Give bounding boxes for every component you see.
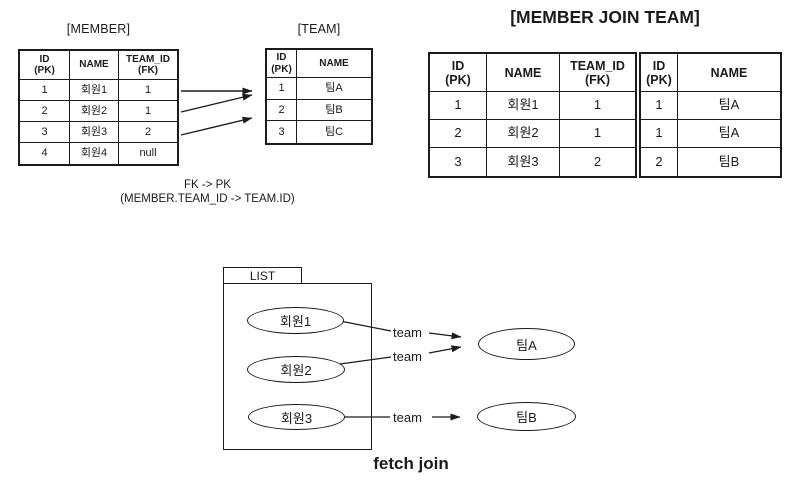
table-cell: 1: [267, 78, 297, 100]
table-cell: 1: [641, 92, 678, 120]
column-header: NAME: [678, 54, 780, 92]
team-table-title: [TEAM]: [297, 22, 341, 36]
table-cell: 회원1: [70, 80, 119, 101]
table-cell: 3: [430, 148, 487, 176]
table-cell: 1: [20, 80, 70, 101]
fk-pk-caption: FK -> PK (MEMBER.TEAM_ID -> TEAM.ID): [60, 179, 355, 206]
column-header: TEAM_ID (FK): [119, 51, 177, 80]
column-header: ID (PK): [267, 50, 297, 78]
table-cell: 1: [430, 92, 487, 120]
table-cell: 1: [560, 120, 635, 148]
arrow-member3-to-teamB: [180, 116, 253, 136]
column-header: ID (PK): [641, 54, 678, 92]
join-table-title: [MEMBER JOIN TEAM]: [510, 7, 700, 27]
table-cell: 2: [641, 148, 678, 176]
table-cell: 2: [593, 153, 602, 169]
edge-label-team: team: [393, 410, 422, 425]
table-cell: 팀B: [297, 100, 371, 122]
table-cell: 2: [20, 101, 70, 122]
edge-member2-team-line: [339, 356, 392, 365]
edge-member1-team-line: [339, 320, 392, 332]
team-object-ellipse: 팀A: [478, 328, 575, 360]
fk-pk-caption-line1: FK -> PK: [184, 179, 231, 191]
column-header: TEAM_ID (FK): [560, 54, 635, 92]
edge-label-team: team: [393, 349, 422, 364]
edge-member1-team-arrow: [428, 332, 462, 340]
table-cell: 4: [20, 143, 70, 164]
table-cell: 팀B: [718, 153, 740, 169]
column-header: ID (PK): [20, 51, 70, 80]
table-cell: 팀A: [297, 78, 371, 100]
member-table: ID (PK) NAME TEAM_ID (FK) 1 회원1 1 2 회원2 …: [18, 49, 179, 166]
team-object-ellipse: 팀B: [477, 402, 576, 431]
table-cell: 회원3: [487, 148, 560, 176]
edge-member2-team-arrow: [428, 345, 462, 354]
column-header: NAME: [487, 54, 560, 92]
table-cell: 1: [641, 120, 678, 148]
fk-pk-caption-line2: (MEMBER.TEAM_ID -> TEAM.ID): [120, 192, 295, 205]
join-table-team-part: ID (PK) NAME 1 팀A 1 팀A 2 팀B: [639, 52, 782, 178]
table-cell: 팀A: [678, 92, 780, 120]
table-cell: 1: [560, 92, 635, 120]
edge-label-team: team: [393, 325, 422, 340]
table-cell: 1: [119, 80, 177, 101]
member-object-ellipse: 회원3: [248, 404, 345, 430]
table-cell: null: [139, 147, 157, 160]
table-cell: 3: [20, 122, 70, 143]
table-cell: 3: [267, 121, 297, 143]
fetch-join-caption: fetch join: [373, 454, 449, 473]
member-object-ellipse: 회원2: [247, 356, 345, 383]
table-cell: 회원2: [70, 101, 119, 122]
column-header: NAME: [297, 50, 371, 78]
table-cell: 팀C: [324, 126, 344, 138]
column-header: NAME: [70, 51, 119, 80]
list-label: LIST: [249, 268, 276, 283]
column-header: ID (PK): [430, 54, 487, 92]
table-cell: 팀A: [678, 120, 780, 148]
table-cell: 회원2: [487, 120, 560, 148]
arrow-member2-to-teamA: [180, 93, 253, 113]
table-cell: 회원3: [70, 122, 119, 143]
table-cell: 회원1: [487, 92, 560, 120]
table-cell: 2: [430, 120, 487, 148]
list-tab: LIST: [223, 267, 302, 283]
team-table: ID (PK) NAME 1 팀A 2 팀B 3 팀C: [265, 48, 373, 145]
table-cell: 2: [119, 122, 177, 143]
table-cell: 1: [119, 101, 177, 122]
join-table-member-part: ID (PK) NAME TEAM_ID (FK) 1 회원1 1 2 회원2 …: [428, 52, 637, 178]
table-cell: 2: [267, 99, 297, 122]
member-table-title: [MEMBER]: [66, 22, 131, 36]
table-cell: 회원4: [70, 143, 119, 164]
member-object-ellipse: 회원1: [247, 307, 344, 334]
list-container: [223, 283, 372, 450]
